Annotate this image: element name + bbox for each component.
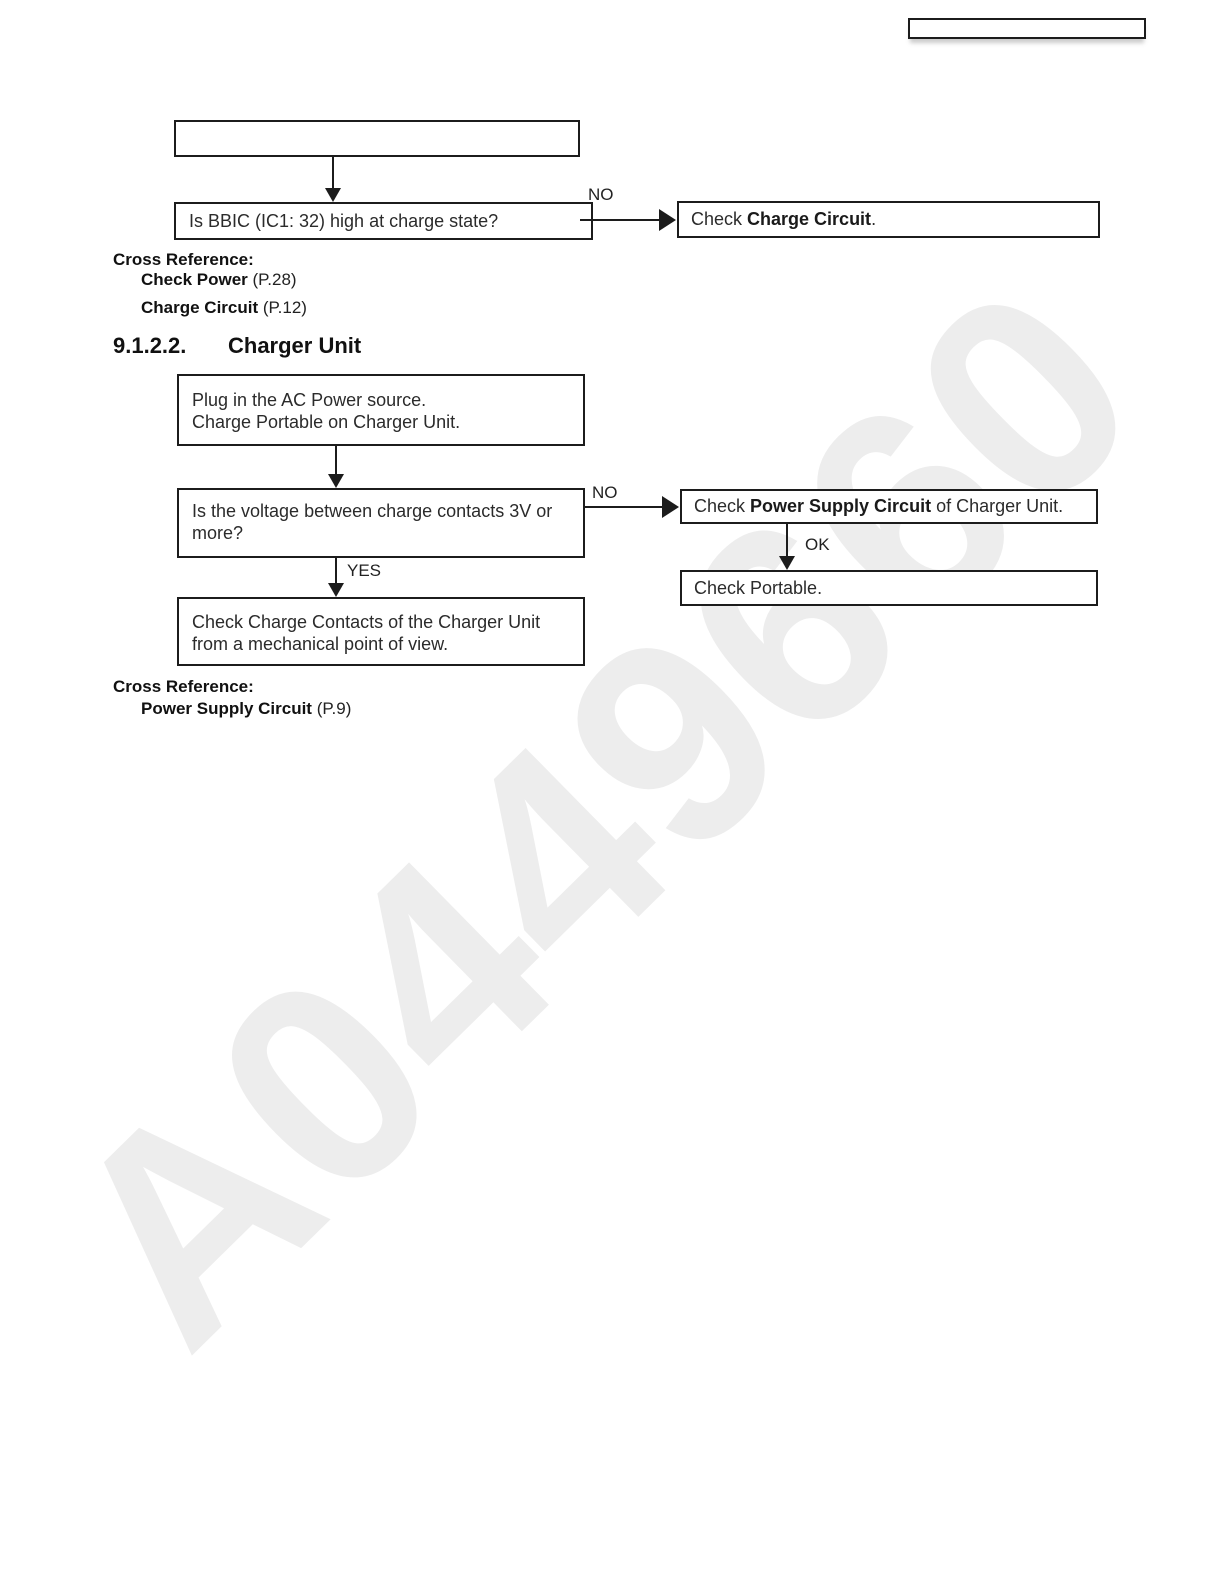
flow2-ok-connector [786, 524, 788, 557]
xref-item-rest: (P.12) [258, 298, 307, 317]
arrow-down-icon [325, 188, 341, 202]
arrow-down-icon [328, 583, 344, 597]
arrow-right-icon [659, 209, 676, 231]
flow2-action1-suffix: of Charger Unit. [931, 496, 1064, 516]
cross-reference-title: Cross Reference: [113, 677, 254, 696]
flow2-ok-label: OK [805, 535, 830, 554]
cross-reference-item: Check Power (P.28) [141, 270, 297, 290]
flow2-action1-bold: Power Supply Circuit [750, 496, 932, 516]
flow1-action-text: Check Charge Circuit. [691, 209, 876, 229]
flow2-action1-box: Check Power Supply Circuit of Charger Un… [680, 489, 1098, 524]
flow2-right-connector [585, 506, 663, 508]
flow1-no-label: NO [588, 185, 614, 204]
flow1-down-connector [332, 157, 334, 189]
xref-item-rest: (P.9) [311, 699, 352, 718]
cross-reference-item: Charge Circuit (P.12) [141, 298, 307, 318]
flow2-yes-label: YES [347, 561, 382, 580]
flow1-question-box: Is BBIC (IC1: 32) high at charge state? [174, 202, 593, 240]
flow2-action1-text: Check Power Supply Circuit of Charger Un… [694, 496, 1063, 516]
flow2-question-box: Is the voltage between charge contacts 3… [177, 488, 585, 558]
flow2-question-line1: Is the voltage between charge contacts 3… [192, 501, 553, 521]
arrow-down-icon [328, 474, 344, 488]
flow1-right-connector [580, 219, 660, 221]
flow2-action2-text: Check Portable. [694, 578, 823, 598]
flow2-yes-connector [335, 558, 337, 584]
flow1-start-box [174, 120, 580, 157]
flow2-action1-prefix: Check [694, 496, 751, 516]
flow1-action-prefix: Check [691, 209, 748, 229]
flow2-end-line2: from a mechanical point of view. [192, 633, 449, 654]
flow1-question-text: Is BBIC (IC1: 32) high at charge state? [189, 211, 499, 231]
flow2-action2-box: Check Portable. [680, 570, 1098, 606]
section-heading-number: 9.1.2.2. [113, 333, 187, 358]
flow2-question-line2: more? [192, 522, 244, 543]
cross-reference-item: Power Supply Circuit (P.9) [141, 699, 351, 719]
arrow-right-icon [662, 496, 679, 518]
flow2-no-label: NO [592, 483, 618, 502]
flow2-start-line1: Plug in the AC Power source. [192, 390, 427, 410]
cross-reference-title: Cross Reference: [113, 250, 254, 269]
flow1-action-suffix: . [871, 209, 877, 229]
flow2-down-connector [335, 446, 337, 474]
xref-item-bold: Check Power [141, 270, 248, 289]
flow2-end-line1: Check Charge Contacts of the Charger Uni… [192, 612, 541, 632]
flow2-start-line2: Charge Portable on Charger Unit. [192, 411, 461, 432]
flow1-action-bold: Charge Circuit [747, 209, 872, 229]
flow2-end-box: Check Charge Contacts of the Charger Uni… [177, 597, 585, 666]
xref-item-rest: (P.28) [247, 270, 297, 289]
header-empty-box [908, 18, 1146, 39]
flow1-action-box: Check Charge Circuit. [677, 201, 1100, 238]
flow2-start-box: Plug in the AC Power source. Charge Port… [177, 374, 585, 446]
xref-item-bold: Power Supply Circuit [141, 699, 312, 718]
arrow-down-icon [779, 556, 795, 570]
section-heading-title: Charger Unit [228, 333, 362, 358]
xref-item-bold: Charge Circuit [141, 298, 259, 317]
